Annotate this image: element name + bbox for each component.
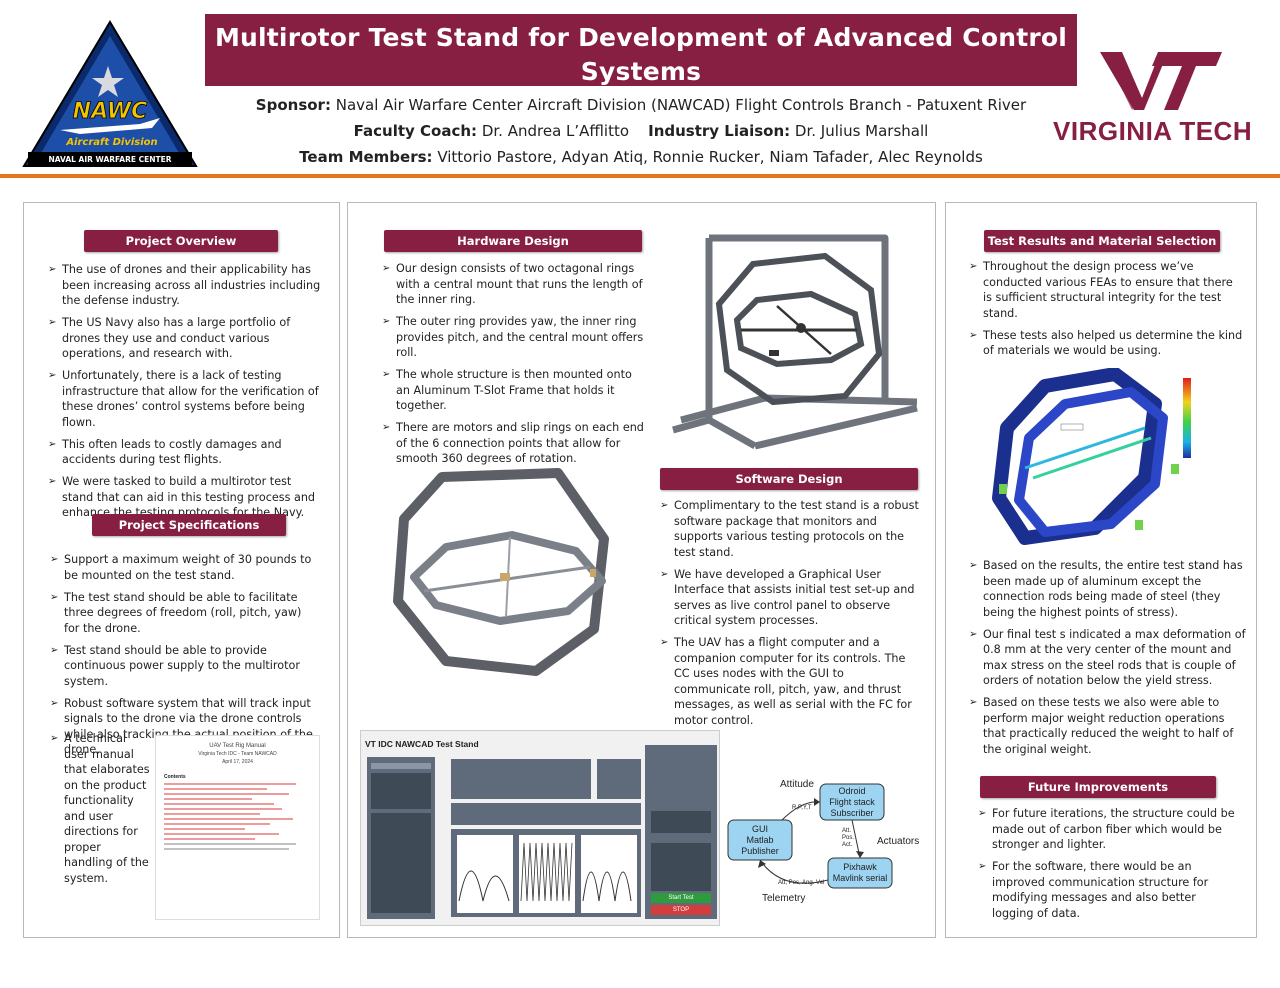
- liaison-value: Dr. Julius Marshall: [790, 122, 929, 140]
- hardware-bullet: The whole structure is then mounted onto…: [382, 367, 648, 414]
- results-bullet: Throughout the design process we’ve cond…: [969, 259, 1245, 321]
- hardware-design-list: Our design consists of two octagonal rin…: [382, 261, 648, 473]
- results-conclusion-bullet: Based on these tests we also were able t…: [969, 695, 1249, 757]
- diagram-actuators-label: Actuators: [877, 836, 919, 847]
- title-banner: Multirotor Test Stand for Development of…: [205, 14, 1077, 111]
- manual-title: UAV Test Rig Manual: [209, 743, 266, 749]
- manual-date: April 17, 2024: [222, 759, 253, 765]
- diagram-odroid-label: Odroid: [838, 786, 865, 796]
- diagram-mavlink-label: Mavlink serial: [833, 873, 888, 883]
- overview-bullet: The use of drones and their applicabilit…: [48, 262, 326, 309]
- diagram-attitude-label: Attitude: [780, 779, 814, 790]
- results-conclusion-bullet: Our final test s indicated a max deforma…: [969, 627, 1249, 689]
- nawc-division-text: Aircraft Division: [65, 137, 157, 148]
- hardware-design-heading: Hardware Design: [384, 230, 642, 252]
- test-stand-frame-render: [665, 230, 927, 452]
- diagram-rpyt-label: R,P,Y,T: [792, 805, 812, 811]
- liaison-label: Industry Liaison:: [648, 122, 791, 140]
- diagram-attposangvel-label: Att, Pos, Ang. Vel: [778, 880, 824, 886]
- team-label: Team Members:: [299, 148, 433, 166]
- software-bullet: Complimentary to the test stand is a rob…: [660, 498, 922, 560]
- octagonal-rings-render: [390, 465, 615, 680]
- results-bullet: These tests also helped us determine the…: [969, 328, 1245, 359]
- diagram-flightstack-label: Flight stack: [829, 797, 875, 807]
- software-design-heading: Software Design: [660, 468, 918, 490]
- diagram-publisher-label: Publisher: [741, 846, 779, 856]
- overview-bullet: The US Navy also has a large portfolio o…: [48, 315, 326, 362]
- header-divider: [0, 174, 1280, 178]
- header-info: Sponsor: Naval Air Warfare Center Aircra…: [205, 92, 1077, 170]
- overview-bullet: Unfortunately, there is a lack of testin…: [48, 368, 326, 430]
- diagram-subscriber-label: Subscriber: [830, 808, 873, 818]
- manual-contents: Contents: [164, 774, 186, 780]
- manual-item: A technical user manual that elaborates …: [50, 731, 150, 886]
- test-results-heading: Test Results and Material Selection: [984, 230, 1220, 252]
- test-results-list: Throughout the design process we’ve cond…: [969, 259, 1245, 365]
- user-manual-thumbnail: UAV Test Rig Manual Virginia Tech IDC - …: [155, 735, 320, 920]
- diagram-att-label: Att.: [842, 828, 851, 834]
- results-conclusion-bullet: Based on the results, the entire test st…: [969, 558, 1249, 620]
- specification-bullet: Test stand should be able to provide con…: [50, 643, 318, 690]
- diagram-matlab-label: Matlab: [746, 835, 773, 845]
- software-design-list: Complimentary to the test stand is a rob…: [660, 498, 922, 735]
- sponsor-label: Sponsor:: [255, 96, 331, 114]
- software-bullet: We have developed a Graphical User Inter…: [660, 567, 922, 629]
- coach-line: Faculty Coach: Dr. Andrea L’Afflitto Ind…: [205, 118, 1077, 144]
- test-results-conclusions-list: Based on the results, the entire test st…: [969, 558, 1249, 764]
- gui-start-button: Start Test: [668, 895, 694, 901]
- sponsor-line: Sponsor: Naval Air Warfare Center Aircra…: [205, 92, 1077, 118]
- diagram-pos-label: Pos.: [842, 835, 854, 841]
- specification-bullet: The test stand should be able to facilit…: [50, 590, 318, 637]
- poster-title: Multirotor Test Stand for Development of…: [214, 23, 1068, 86]
- project-overview-heading: Project Overview: [84, 230, 278, 252]
- software-bullet: The UAV has a flight computer and a comp…: [660, 635, 922, 728]
- specification-bullet: Support a maximum weight of 30 pounds to…: [50, 552, 318, 583]
- future-improvements-heading: Future Improvements: [980, 776, 1216, 798]
- team-value: Vittorio Pastore, Adyan Atiq, Ronnie Ruc…: [432, 148, 983, 166]
- diagram-pixhawk-label: Pixhawk: [843, 862, 877, 872]
- future-bullet: For future iterations, the structure cou…: [978, 806, 1240, 853]
- poster-subtitle: Interdisciplinary Capstone Senior Design…: [348, 90, 934, 111]
- gui-title: VT IDC NAWCAD Test Stand: [365, 739, 479, 749]
- diagram-act-label: Act.: [842, 842, 853, 848]
- hardware-bullet: There are motors and slip rings on each …: [382, 420, 648, 467]
- nawc-center-text: NAVAL AIR WARFARE CENTER: [48, 155, 171, 164]
- future-improvements-list: For future iterations, the structure cou…: [978, 806, 1240, 928]
- vt-wordmark: VIRGINIA TECH: [1053, 116, 1253, 146]
- coach-label: Faculty Coach:: [353, 122, 478, 140]
- nawc-logo: NAWC Aircraft Division NAVAL AIR WARFARE…: [20, 18, 200, 170]
- hardware-bullet: The outer ring provides yaw, the inner r…: [382, 314, 648, 361]
- overview-bullet: This often leads to costly damages and a…: [48, 437, 326, 468]
- team-line: Team Members: Vittorio Pastore, Adyan At…: [205, 144, 1077, 170]
- hardware-bullet: Our design consists of two octagonal rin…: [382, 261, 648, 308]
- vt-logo: [1050, 48, 1275, 158]
- manual-team: Virginia Tech IDC - Team NAWCAD: [198, 751, 277, 757]
- fea-stress-render: [985, 367, 1215, 546]
- project-overview-list: The use of drones and their applicabilit…: [48, 262, 326, 527]
- gui-stop-button: STOP: [672, 907, 690, 913]
- software-architecture-diagram: Attitude Odroid Flight stack Subscriber …: [722, 772, 932, 907]
- future-bullet: For the software, there would be an impr…: [978, 859, 1240, 921]
- coach-value: Dr. Andrea L’Afflitto: [477, 122, 630, 140]
- manual-list: A technical user manual that elaborates …: [50, 731, 150, 893]
- diagram-gui-label: GUI: [752, 824, 768, 834]
- project-specifications-heading: Project Specifications: [92, 514, 286, 536]
- diagram-telemetry-label: Telemetry: [762, 893, 805, 904]
- nawc-logo-text: NAWC: [73, 99, 148, 124]
- sponsor-value: Naval Air Warfare Center Aircraft Divisi…: [330, 96, 1027, 114]
- gui-screenshot: VT IDC NAWCAD Test Stand Start Test STOP: [360, 730, 720, 926]
